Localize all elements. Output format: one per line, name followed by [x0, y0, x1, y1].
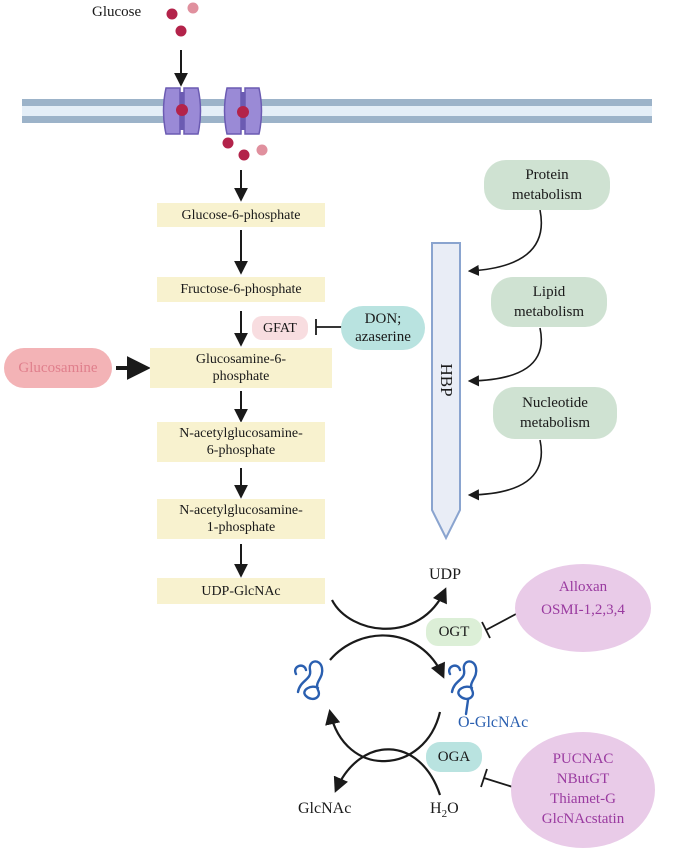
oga-enzyme-box: OGA — [426, 742, 482, 772]
glucose-transporter-2 — [223, 87, 263, 135]
oga-inhibitor-list: PUCNAC NButGT Thiamet-G GlcNAcstatin — [511, 749, 655, 829]
nucleotide-metabolism-box: Nucleotide metabolism — [493, 387, 617, 439]
arrow-to-o-glcnac-protein — [329, 634, 445, 679]
ogt-enzyme-box: OGT — [426, 618, 482, 646]
inhibitor-nbutgt: NButGT — [556, 771, 610, 787]
gfat-enzyme-label: GFAT — [252, 316, 308, 340]
step-n-acetylglucosamine-1-phosphate: N-acetylglucosamine- 1-phosphate — [157, 499, 325, 539]
glucose-transporter-1 — [162, 87, 202, 135]
step-glucosamine-6-phosphate: Glucosamine-6- phosphate — [150, 348, 332, 388]
arrow-to-udp — [331, 587, 447, 630]
ogt-inhibitor-ellipse — [515, 564, 651, 652]
water-subscript: 2 — [441, 808, 448, 821]
hbp-label: HBP — [437, 363, 456, 397]
protein-o-glcnac-icon — [448, 660, 478, 716]
cell-membrane — [22, 99, 652, 123]
step-glucose-6-phosphate: Glucose-6-phosphate — [157, 203, 325, 227]
ogt-inhibitor-list: Alloxan OSMI-1,2,3,4 — [515, 577, 651, 620]
udp-label: UDP — [429, 566, 462, 583]
glcnac-label: GlcNAc — [298, 800, 352, 817]
water-o: O — [447, 800, 459, 817]
inhibitor-osmi: OSMI-1,2,3,4 — [541, 602, 625, 618]
o-glcnac-label: O-GlcNAc — [458, 714, 529, 731]
arrow-to-unmodified-protein — [325, 708, 442, 763]
don-inhibits-gfat — [315, 319, 342, 335]
inhibitor-ogt-bar — [481, 613, 517, 639]
inhibitor-thiamet-g: Thiamet-G — [550, 791, 616, 807]
oga-inhibitor-ellipse — [511, 732, 655, 848]
inhibitor-oga-bar — [480, 768, 517, 789]
arrow-protein-metabolism — [467, 209, 543, 277]
glucose-label: Glucose — [92, 4, 142, 20]
water-label: H2O — [430, 800, 459, 820]
step-fructose-6-phosphate: Fructose-6-phosphate — [157, 277, 325, 302]
inhibitor-alloxan: Alloxan — [558, 579, 608, 595]
glucose-molecules-outside — [166, 2, 199, 37]
hbp-bar — [431, 242, 461, 541]
protein-metabolism-box: Protein metabolism — [484, 160, 610, 210]
lipid-metabolism-box: Lipid metabolism — [491, 277, 607, 327]
glucose-molecules-inside — [222, 137, 268, 161]
arrow-to-glcnac — [333, 748, 442, 796]
arrow-nucleotide-metabolism — [467, 439, 543, 501]
protein-unmodified-icon — [294, 660, 324, 701]
glucosamine-box: Glucosamine — [4, 348, 112, 388]
don-azaserine-inhibitor: DON; azaserine — [341, 306, 425, 350]
inhibitor-pucnac: PUCNAC — [552, 751, 614, 767]
step-udp-glcnac: UDP-GlcNAc — [157, 578, 325, 604]
inhibitor-glcnacstatin: GlcNAcstatin — [541, 811, 625, 827]
step-n-acetylglucosamine-6-phosphate: N-acetylglucosamine- 6-phosphate — [157, 422, 325, 462]
water-h: H — [430, 800, 442, 817]
arrow-lipid-metabolism — [467, 327, 543, 387]
